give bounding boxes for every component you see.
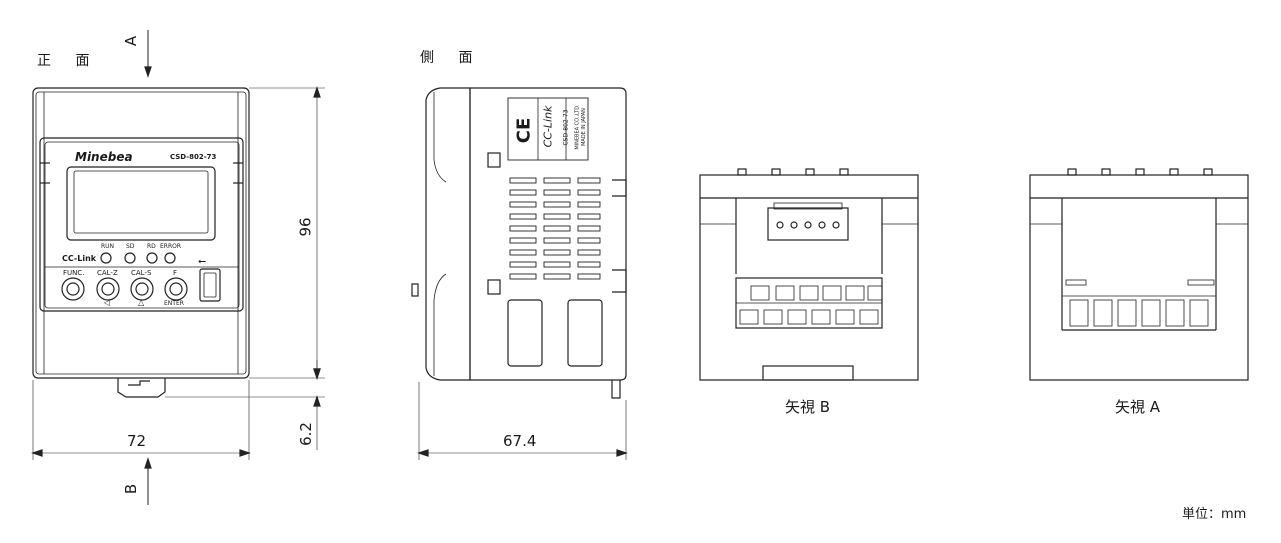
arrow-b-label: B [122,483,141,495]
led-run-label: RUN [101,243,115,250]
led-error-label: ERROR [160,243,182,250]
model-label: CSD-802-73 [170,153,217,161]
side-view-title: 側 面 [420,50,483,66]
brand-logo: Minebea [75,150,133,164]
arrow-left-mark: ◁ [104,298,111,307]
dimension-height: 96 [296,217,315,237]
side-maker-line: MINEBEA CO.,LTD. [574,104,581,150]
view-a [1029,168,1249,381]
front-view [31,30,325,505]
led-sd-label: SD [126,243,135,250]
side-cclink-logo: CC-Link [541,105,555,148]
arrow-a-label: A [122,35,141,47]
front-view-title: 正 面 [37,53,100,69]
unit-label: 単位：mm [1182,507,1247,522]
usb-icon: ⭠ [198,256,206,267]
dimension-width: 72 [127,432,147,450]
side-view [411,87,628,460]
enter-label: ENTER [164,300,184,307]
view-b [699,168,919,381]
f-button-label: F [173,269,178,277]
cals-button-label: CAL-S [131,269,152,277]
calz-button-label: CAL-Z [97,269,118,277]
ce-mark: CE [513,117,535,144]
arrow-up-mark: △ [138,298,145,307]
dimension-depth: 67.4 [503,432,537,450]
view-a-title: 矢視 A [1115,398,1161,416]
side-model-line: CSD-802-73 [562,109,570,146]
side-origin-line: MADE IN JAPAN [580,108,587,146]
view-b-title: 矢視 B [785,398,831,416]
func-button-label: FUNC. [63,269,85,277]
network-label: CC-Link [62,254,97,263]
dimension-bottom: 6.2 [296,422,315,446]
led-rd-label: RD [147,243,156,250]
